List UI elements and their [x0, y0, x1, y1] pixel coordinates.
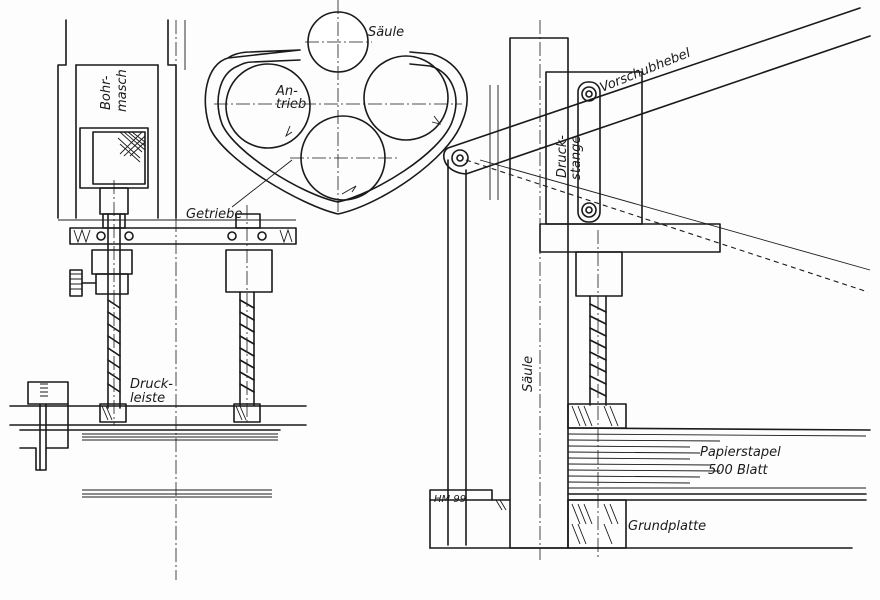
- label-vorschubhebel: Vorschubhebel: [598, 46, 693, 96]
- push-rod: [577, 81, 601, 223]
- label-bohrmasch-1: Bohr-: [99, 75, 114, 110]
- label-papierstapel-1: Papierstapel: [700, 445, 781, 460]
- side-view: [429, 7, 871, 560]
- label-druckleiste-2: leiste: [130, 391, 165, 406]
- label-bohrmasch-2: masch: [115, 69, 130, 112]
- label-grundplatte: Grundplatte: [628, 519, 706, 534]
- gear-housing: [204, 49, 468, 215]
- label-saeule-side: Säule: [521, 356, 536, 392]
- label-antrieb-1: An-: [275, 84, 298, 99]
- lever-swing-line: [465, 159, 869, 293]
- label-druckleiste-1: Druck-: [130, 377, 173, 392]
- base-plate: [567, 499, 627, 549]
- gear-plan-view: [204, 0, 468, 215]
- label-druckstange-1: Druck-: [555, 135, 570, 178]
- getriebe-leader: [231, 159, 293, 208]
- label-antrieb-2: trieb: [276, 97, 306, 112]
- gear-plate: [69, 227, 297, 245]
- label-getriebe: Getriebe: [186, 207, 242, 222]
- drive-gear: [225, 63, 311, 149]
- paper-stack: [567, 433, 867, 489]
- label-saeule-top: Säule: [368, 25, 404, 40]
- front-view: [9, 19, 307, 580]
- column: [509, 37, 569, 549]
- feed-lever: [443, 7, 871, 175]
- label-papierstapel-2: 500 Blatt: [708, 463, 769, 478]
- label-druckstange-2: stange: [569, 136, 584, 180]
- signature: HM 99: [434, 494, 466, 505]
